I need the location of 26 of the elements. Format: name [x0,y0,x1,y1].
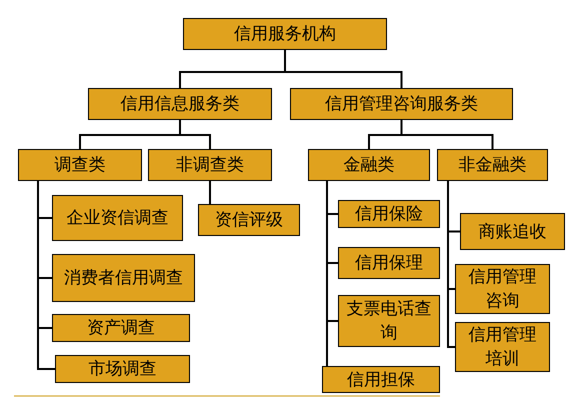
connector-line [326,181,328,366]
connector-line [37,181,55,370]
category-box: 商账追收 [460,213,565,250]
category-box: 信用管理培训 [455,322,550,372]
category-box: 调查类 [18,149,142,181]
connector-line [447,181,455,348]
category-box: 信用信息服务类 [88,88,272,120]
category-box: 消费者信用调查 [52,254,195,302]
category-box: 市场调查 [55,355,190,383]
category-box: 非调查类 [148,149,272,181]
connector-line [179,120,211,149]
category-box: 非金融类 [437,149,548,181]
category-box: 信用保险 [338,200,440,228]
category-box: 信用管理咨询 [455,264,550,314]
category-box: 金融类 [308,149,430,181]
category-box: 信用保理 [338,247,440,279]
connector-line [400,120,494,149]
category-box: 信用服务机构 [183,18,387,50]
connector-line [284,50,402,88]
connector-line [209,181,211,204]
category-box: 支票电话查询 [338,295,440,347]
category-box: 信用担保 [322,366,440,393]
category-box: 企业资信调查 [52,195,183,241]
category-box: 资信评级 [198,204,300,236]
category-box: 信用管理咨询服务类 [290,88,513,120]
category-box: 资产调查 [52,314,190,342]
